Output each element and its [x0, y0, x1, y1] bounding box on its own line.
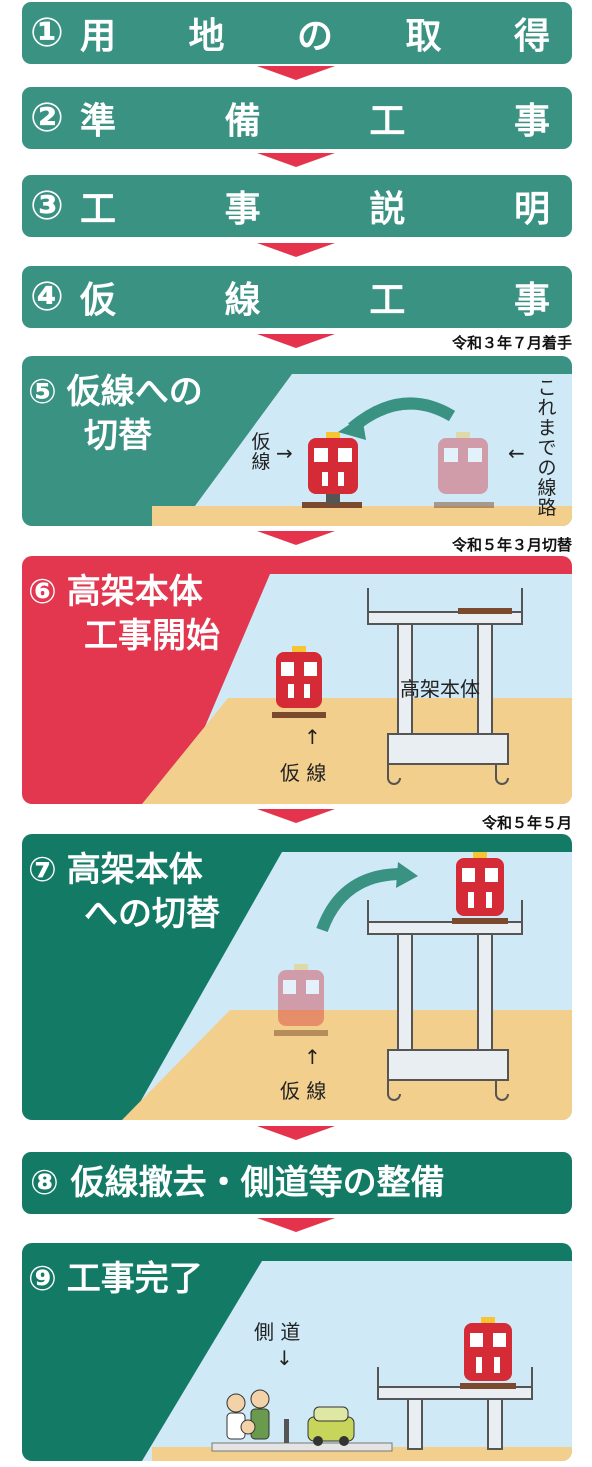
step-1-bar: ① 用 地 の 取 得 — [22, 2, 572, 64]
step-2-char: 備 — [224, 101, 261, 142]
car-icon — [307, 1406, 355, 1446]
left-arrow-icon: ← — [508, 441, 525, 465]
train-icon — [464, 1317, 512, 1381]
down-arrow-icon — [257, 153, 335, 167]
step-4-char: 仮 — [80, 280, 117, 321]
down-arrow-icon — [257, 334, 335, 348]
step-9-title-line1: 工事完了 — [66, 1259, 203, 1299]
step-4-number: ④ — [30, 274, 64, 320]
step-2-char: 準 — [80, 101, 117, 142]
karisen-label: 仮 線 — [280, 761, 327, 785]
existing-line-label: これまでの線路 — [537, 377, 557, 519]
down-arrow-icon: ↓ — [276, 1346, 293, 1370]
step-3-number: ③ — [30, 183, 64, 229]
down-arrow-icon — [257, 1218, 335, 1232]
step-6-title-line2: 工事開始 — [84, 616, 220, 656]
step-5-title-line1: 仮線への — [66, 372, 203, 412]
step-1-char: 取 — [405, 16, 442, 57]
train-icon — [456, 852, 504, 916]
karisen-label: 仮 線 — [280, 1079, 327, 1103]
step-7-title-line2: への切替 — [84, 894, 220, 934]
step-6-title-line1: 高架本体 — [66, 572, 203, 612]
step-8-bar: ⑧ 仮線撤去・側道等の整備 — [22, 1152, 572, 1214]
step-9-illustration — [142, 1261, 572, 1461]
step-6-illustration — [142, 574, 572, 804]
down-arrow-icon — [257, 1126, 335, 1140]
down-arrow-icon — [257, 243, 335, 257]
karisen-label: 仮線 — [251, 431, 271, 473]
step-5-title-line2: 切替 — [84, 416, 152, 456]
viaduct-icon — [367, 900, 523, 1101]
step-5-number: ⑤ — [28, 372, 57, 412]
step-3-bar: ③ 工 事 説 明 — [22, 175, 572, 237]
train-icon — [308, 432, 358, 504]
step-7-illustration — [122, 852, 572, 1120]
step-4-char: 事 — [513, 280, 550, 321]
down-arrow-icon — [257, 66, 335, 80]
step-5-date: 令和３年７月着手 — [451, 334, 572, 352]
step-9-number: ⑨ — [28, 1259, 57, 1299]
step-1-number: ① — [30, 10, 64, 56]
viaduct-icon — [367, 588, 523, 785]
step-3-char: 事 — [224, 189, 261, 230]
step-3-char: 工 — [80, 189, 117, 230]
step-1-char: 用 — [80, 16, 117, 57]
right-arrow-icon: → — [276, 441, 293, 465]
step-4-char: 線 — [224, 280, 261, 321]
step-6-date: 令和５年３月切替 — [451, 536, 572, 554]
step-7-number: ⑦ — [28, 850, 57, 890]
down-arrow-icon — [257, 531, 335, 545]
step-7-title-line1: 高架本体 — [66, 850, 203, 890]
step-2-char: 工 — [369, 101, 406, 142]
step-2-number: ② — [30, 95, 64, 141]
train-ghost-icon — [438, 432, 488, 494]
step-4-char: 工 — [369, 280, 406, 321]
train-ghost-icon — [278, 964, 324, 1026]
down-arrow-icon — [257, 809, 335, 823]
step-8-number: ⑧ — [30, 1163, 59, 1203]
up-arrow-icon: ↑ — [304, 1045, 321, 1069]
step-1-char: の — [296, 16, 333, 57]
sideroad-label: 側 道 — [254, 1320, 301, 1344]
step-2-bar: ② 準 備 工 事 — [22, 87, 572, 149]
step-1-char: 地 — [188, 16, 225, 57]
step-3-char: 説 — [369, 189, 406, 230]
train-icon — [276, 646, 322, 708]
step-4-bar: ④ 仮 線 工 事 — [22, 266, 572, 328]
step-3-char: 明 — [513, 189, 550, 230]
step-7-date: 令和５年５月 — [481, 814, 572, 832]
step-8-text: 仮線撤去・側道等の整備 — [70, 1163, 445, 1203]
step-1-char: 得 — [513, 16, 550, 57]
step-2-char: 事 — [513, 101, 550, 142]
step-6-number: ⑥ — [28, 572, 57, 612]
viaduct-icon — [377, 1367, 533, 1450]
viaduct-label: 高架本体 — [400, 677, 480, 701]
step-5-illustration — [152, 374, 572, 526]
up-arrow-icon: ↑ — [304, 725, 321, 749]
pedestrians-icon — [226, 1389, 270, 1440]
